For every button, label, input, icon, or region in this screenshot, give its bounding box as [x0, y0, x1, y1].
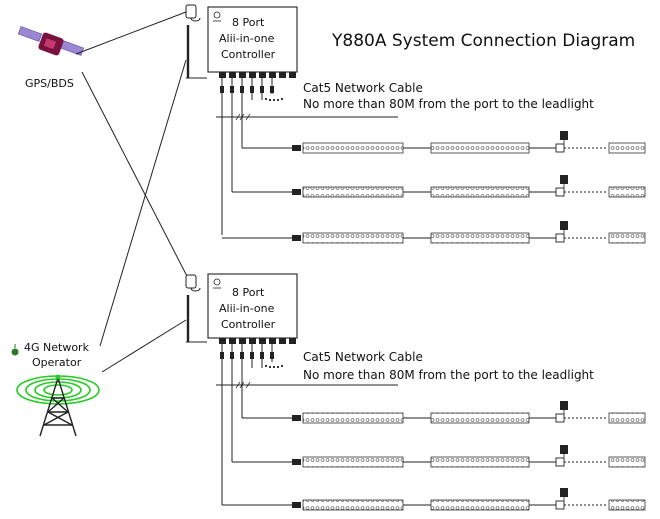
led-strip-icon — [302, 142, 404, 154]
led-strip-icon — [608, 499, 646, 511]
port-plugs-2 — [220, 352, 274, 359]
cell-antenna-icon — [186, 295, 207, 343]
junction-box-icon — [555, 413, 565, 423]
controller-box-2 — [207, 273, 298, 339]
controller-2-line1: 8 Port — [232, 286, 265, 299]
cable-label-1: Cat5 Network Cable — [303, 81, 423, 95]
led-row-1 — [242, 131, 646, 154]
diagram-title: Y880A System Connection Diagram — [331, 31, 635, 51]
led-strip-icon — [608, 232, 646, 244]
led-row-2 — [232, 175, 646, 198]
led-strip-icon — [608, 456, 646, 468]
cable-label-2: Cat5 Network Cable — [303, 350, 423, 364]
controller-logo-icon — [213, 278, 221, 289]
led-strip-icon — [302, 499, 404, 511]
controller-2-line3: Controller — [221, 318, 276, 331]
controller-logo-icon — [213, 11, 221, 22]
led-strip-icon — [430, 456, 530, 468]
led-row-3 — [222, 221, 646, 244]
controller-1-line3: Controller — [221, 48, 276, 61]
gps-antenna-icon — [185, 274, 201, 292]
junction-box-icon — [555, 500, 565, 510]
power-box-icon — [560, 488, 568, 497]
port-plugs-1 — [220, 86, 274, 93]
led-row-6 — [222, 488, 646, 511]
led-strip-icon — [430, 232, 530, 244]
signal-links — [75, 11, 191, 373]
power-box-icon — [560, 401, 568, 410]
led-strip-icon — [608, 412, 646, 424]
port-leads-2 — [221, 344, 273, 505]
gps-label: GPS/BDS — [25, 77, 74, 90]
junction-box-icon — [555, 187, 565, 197]
controller-1-line1: 8 Port — [232, 16, 265, 29]
network-label-line2: Operator — [32, 356, 82, 369]
led-strip-icon — [302, 412, 404, 424]
led-strip-icon — [302, 186, 404, 198]
junction-box-icon — [555, 457, 565, 467]
port-leads-1 — [221, 78, 273, 235]
ethernet-ports-2 — [219, 338, 296, 344]
power-box-icon — [560, 131, 568, 140]
junction-box-icon — [555, 233, 565, 243]
ethernet-ports-1 — [219, 72, 296, 78]
distance-note-2: No more than 80M from the port to the le… — [303, 368, 594, 382]
gps-antenna-icon — [185, 4, 201, 22]
cell-antenna-icon — [186, 25, 207, 79]
satellite-icon — [17, 26, 85, 56]
power-box-icon — [560, 221, 568, 230]
led-strip-icon — [302, 456, 404, 468]
distance-note-1: No more than 80M from the port to the le… — [303, 97, 594, 111]
unused-ports-dots-2 — [264, 364, 284, 369]
cell-tower-icon — [16, 374, 100, 437]
led-row-5 — [232, 445, 646, 468]
led-strip-icon — [608, 142, 646, 154]
led-strip-icon — [430, 412, 530, 424]
led-row-4 — [242, 401, 646, 424]
junction-box-icon — [555, 143, 565, 153]
network-operator-icon — [11, 344, 19, 356]
network-label-line1: 4G Network — [24, 341, 90, 354]
led-strip-icon — [430, 142, 530, 154]
led-strip-icon — [430, 499, 530, 511]
led-strip-icon — [608, 186, 646, 198]
power-box-icon — [560, 445, 568, 454]
led-strip-icon — [430, 186, 530, 198]
controller-unit-1: 8 Port Alii-in-one Controller — [185, 4, 594, 235]
controller-1-line2: Alii-in-one — [219, 32, 275, 45]
power-box-icon — [560, 175, 568, 184]
unused-ports-dots-1 — [264, 97, 284, 102]
controller-2-line2: Alii-in-one — [219, 302, 275, 315]
led-strip-icon — [302, 232, 404, 244]
controller-unit-2: 8 Port Alii-in-one Controller — [185, 273, 594, 505]
